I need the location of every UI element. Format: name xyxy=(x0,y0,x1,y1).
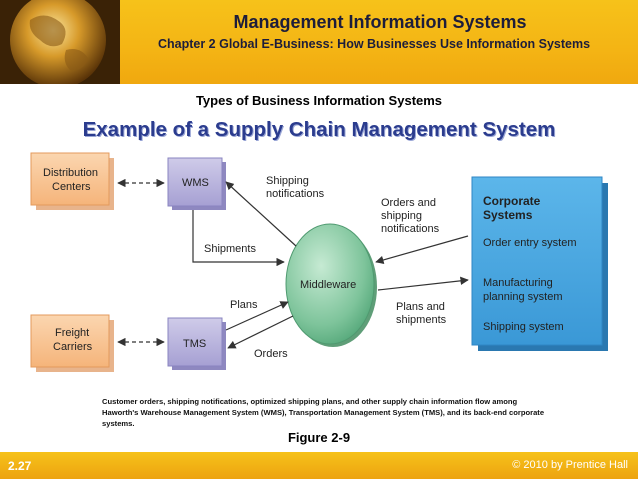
header-title: Management Information Systems xyxy=(233,12,527,32)
shipments-arrow xyxy=(192,210,285,267)
manufacturing-label-1: Manufacturing xyxy=(483,277,553,289)
section-title: Types of Business Information Systems xyxy=(195,93,443,108)
middleware-label: Middleware xyxy=(300,279,356,291)
footer-bar: 2.27 © 2010 by Prentice Hall xyxy=(0,452,638,479)
middleware-node: Middleware xyxy=(285,223,377,347)
shipping-notifications-label-1: Shipping xyxy=(266,175,309,187)
distribution-label-2: Centers xyxy=(52,181,91,193)
orders-arrow xyxy=(227,315,294,349)
figure-label: Figure 2-9 xyxy=(287,430,351,445)
shipping-notifications-label-2: notifications xyxy=(266,188,325,200)
order-entry-system-label: Order entry system xyxy=(483,237,577,249)
shipments-label: Shipments xyxy=(204,243,256,255)
slide-title: Example of a Supply Chain Management Sys… xyxy=(82,118,556,141)
freight-label-2: Carriers xyxy=(53,341,93,353)
slide-number: 2.27 xyxy=(8,459,32,473)
orders-label: Orders xyxy=(254,348,288,360)
supply-chain-diagram: Distribution Centers Freight Carriers WM… xyxy=(30,152,608,372)
tms-label: TMS xyxy=(183,338,206,350)
plans-label: Plans xyxy=(230,299,258,311)
distribution-centers-box: Distribution Centers xyxy=(30,152,114,210)
shipping-system-label: Shipping system xyxy=(483,321,564,333)
tms-box: TMS xyxy=(167,317,226,370)
header-bar: Management Information Systems Chapter 2… xyxy=(0,0,638,84)
plans-arrow xyxy=(225,301,289,331)
manufacturing-label-2: planning system xyxy=(483,291,563,303)
distribution-label-1: Distribution xyxy=(43,167,98,179)
wms-label: WMS xyxy=(182,177,209,189)
copyright-text: © 2010 by Prentice Hall xyxy=(512,459,628,471)
plans-shipments-arrow xyxy=(377,276,469,291)
corporate-title-2: Systems xyxy=(483,208,533,222)
orders-shipping-label-1: Orders and xyxy=(381,197,436,209)
plans-shipments-label-1: Plans and xyxy=(396,301,445,313)
plans-shipments-label-2: shipments xyxy=(396,314,447,326)
orders-shipping-label-2: shipping xyxy=(381,210,422,222)
figure-caption: Customer orders, shipping notifications,… xyxy=(102,397,545,428)
orders-shipping-label-3: notifications xyxy=(381,223,440,235)
orders-shipping-notifications-arrow xyxy=(375,235,469,264)
wms-box: WMS xyxy=(167,157,226,210)
globe-icon xyxy=(0,0,120,84)
corporate-title-1: Corporate xyxy=(483,194,541,208)
shipping-notifications-arrow xyxy=(225,181,297,247)
corporate-systems-box: Corporate Systems Order entry system Man… xyxy=(471,176,608,351)
header-subtitle: Chapter 2 Global E-Business: How Busines… xyxy=(157,37,591,51)
freight-carriers-box: Freight Carriers xyxy=(30,314,114,372)
freight-label-1: Freight xyxy=(55,327,89,339)
